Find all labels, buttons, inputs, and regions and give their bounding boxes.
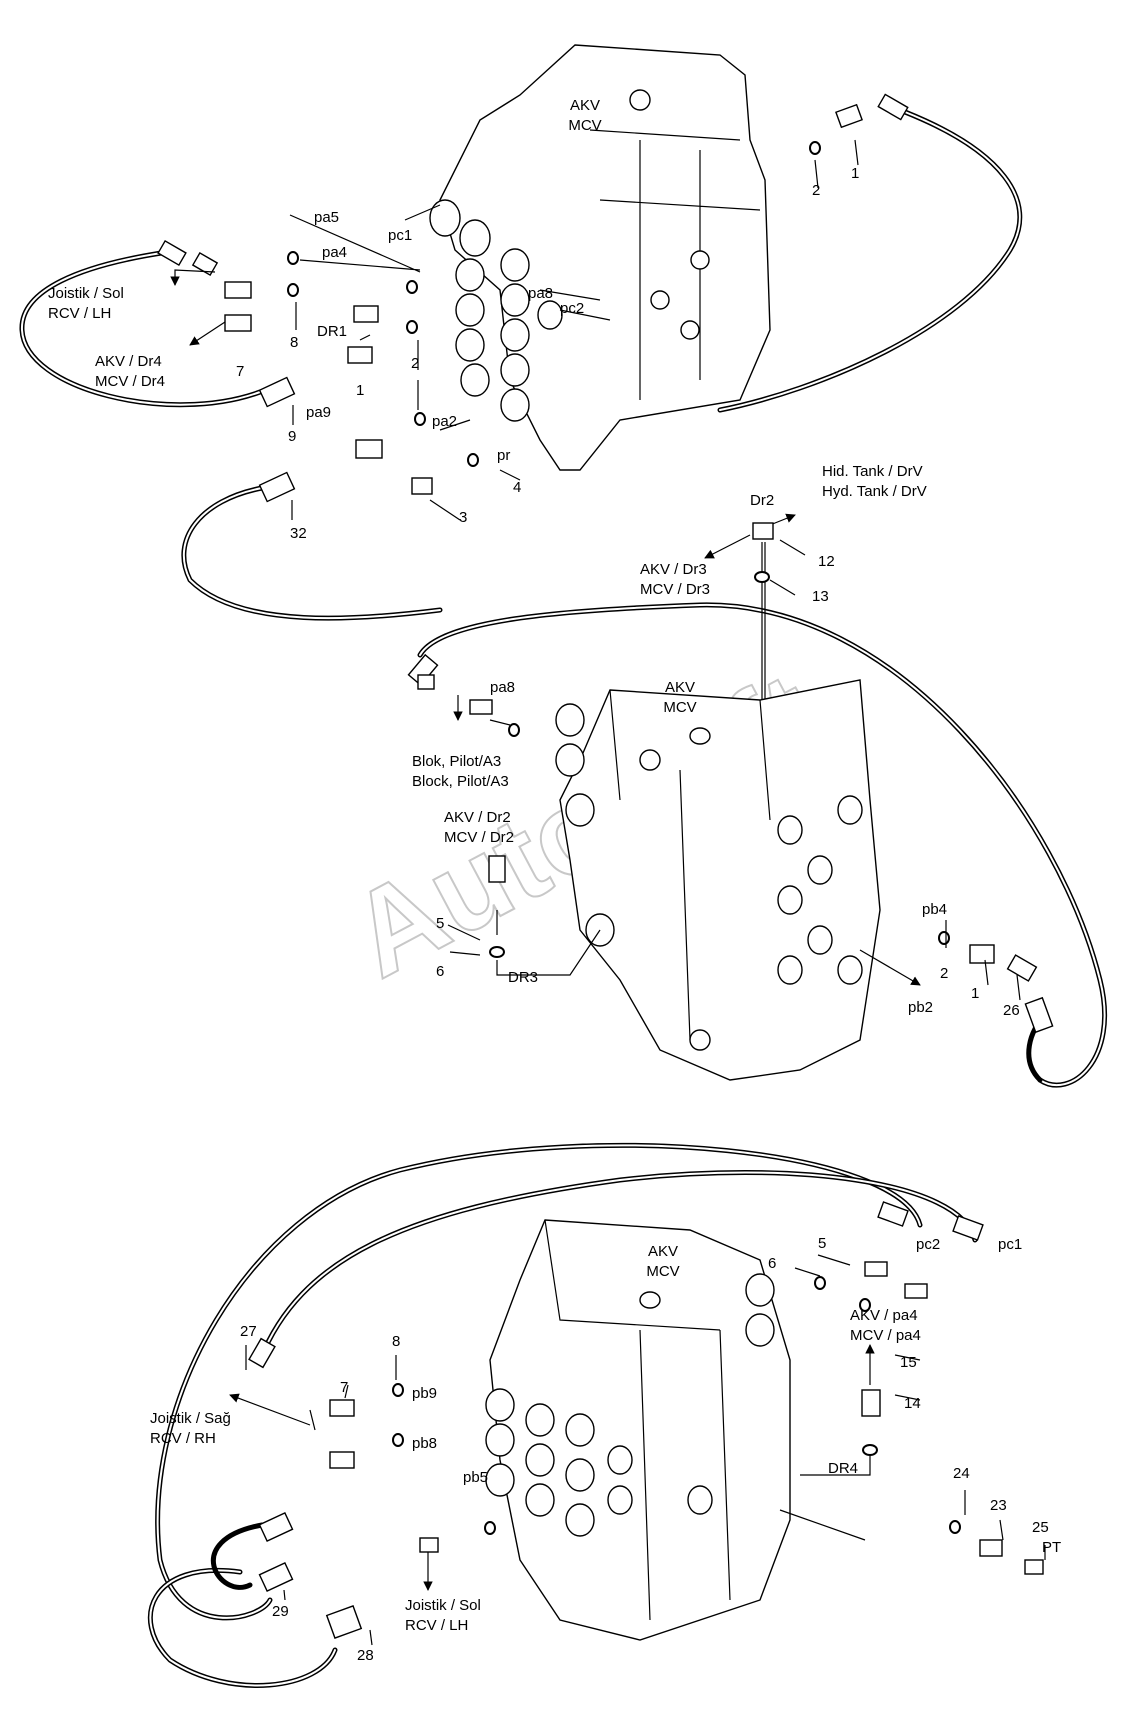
top-callout-7: 7: [236, 363, 244, 380]
top-hose-lower: [181, 485, 443, 621]
top-valve-body: [439, 44, 771, 471]
bottom-callout-14: 14: [904, 1395, 921, 1412]
middle-note-dr2-2: MCV / Dr2: [444, 829, 514, 846]
bottom-callout-5: 5: [818, 1235, 826, 1252]
middle-valve-subtitle: MCV: [663, 699, 696, 716]
middle-note-block-2: Block, Pilot/A3: [412, 773, 509, 790]
top-valve-subtitle: MCV: [568, 117, 601, 134]
top-fittings: [157, 93, 909, 503]
bottom-spools: [485, 1273, 775, 1537]
bottom-valve-assembly: AKV MCV 5: [147, 1142, 1061, 1688]
bottom-note-pa4-1: AKV / pa4: [850, 1307, 918, 1324]
bottom-fittings: [248, 1201, 1044, 1639]
bottom-callout-pb9: pb9: [412, 1385, 437, 1402]
bottom-callout-15: 15: [900, 1354, 917, 1371]
middle-callout-5: 5: [436, 915, 444, 932]
top-callout-4: 4: [513, 479, 521, 496]
middle-callout-dr3: DR3: [508, 969, 538, 986]
top-callout-1b: 1: [356, 382, 364, 399]
middle-spools: [555, 703, 863, 1051]
top-callout-pc2: pc2: [560, 300, 584, 317]
bottom-callout-pc2: pc2: [916, 1236, 940, 1253]
bottom-valve-title: AKV: [648, 1243, 678, 1260]
middle-valve-body: [559, 679, 881, 1081]
top-note-joystick-left-1: Joistik / Sol: [48, 285, 124, 302]
top-note-dr4-1: AKV / Dr4: [95, 353, 162, 370]
bottom-note-joystick-right-2: RCV / RH: [150, 1430, 216, 1447]
middle-callout-26: 26: [1003, 1002, 1020, 1019]
bottom-callout-25: 25: [1032, 1519, 1049, 1536]
top-callout-3: 3: [459, 509, 467, 526]
middle-callout-2: 2: [940, 965, 948, 982]
bottom-valve-subtitle: MCV: [646, 1263, 679, 1280]
bottom-note-joystick-right-1: Joistik / Sağ: [150, 1410, 231, 1427]
bottom-callout-pb5: pb5: [463, 1469, 488, 1486]
top-callout-pa5: pa5: [314, 209, 339, 226]
bottom-note-joystick-left-1: Joistik / Sol: [405, 1597, 481, 1614]
bottom-callout-pc1: pc1: [998, 1236, 1022, 1253]
middle-callout-13: 13: [812, 588, 829, 605]
middle-callout-1: 1: [971, 985, 979, 1002]
top-note-dr4-2: MCV / Dr4: [95, 373, 165, 390]
middle-callout-dr2: Dr2: [750, 492, 774, 509]
top-callout-pa9: pa9: [306, 404, 331, 421]
top-callout-pa4: pa4: [322, 244, 347, 261]
middle-callout-6: 6: [436, 963, 444, 980]
bottom-callout-29: 29: [272, 1603, 289, 1620]
bottom-callout-6: 6: [768, 1255, 776, 1272]
top-callout-pa8: pa8: [528, 285, 553, 302]
top-callout-2: 2: [812, 182, 820, 199]
middle-note-block-1: Blok, Pilot/A3: [412, 753, 501, 770]
top-valve-title: AKV: [570, 97, 600, 114]
bottom-callout-23: 23: [990, 1497, 1007, 1514]
middle-callout-pb2: pb2: [908, 999, 933, 1016]
top-callout-9: 9: [288, 428, 296, 445]
top-callout-32: 32: [290, 525, 307, 542]
top-callout-dr1: DR1: [317, 323, 347, 340]
middle-note-dr3-1: AKV / Dr3: [640, 561, 707, 578]
middle-note-dr2-1: AKV / Dr2: [444, 809, 511, 826]
top-callout-pr: pr: [497, 447, 510, 464]
top-callout-pa2: pa2: [432, 413, 457, 430]
middle-note-tank-1: Hid. Tank / DrV: [822, 463, 923, 480]
middle-note-dr3-2: MCV / Dr3: [640, 581, 710, 598]
bottom-note-joystick-left-2: RCV / LH: [405, 1617, 468, 1634]
bottom-callout-27: 27: [240, 1323, 257, 1340]
top-callout-2b: 2: [411, 355, 419, 372]
top-spools: [429, 89, 710, 422]
middle-callout-pb4: pb4: [922, 901, 947, 918]
top-callout-1: 1: [851, 165, 859, 182]
middle-note-tank-2: Hyd. Tank / DrV: [822, 483, 927, 500]
bottom-callout-8: 8: [392, 1333, 400, 1350]
bottom-callout-7: 7: [340, 1379, 348, 1396]
bottom-valve-body: [489, 1219, 791, 1641]
top-note-joystick-left-2: RCV / LH: [48, 305, 111, 322]
bottom-callout-24: 24: [953, 1465, 970, 1482]
top-callout-8: 8: [290, 334, 298, 351]
top-valve-assembly: AKV MCV 1 2: [19, 44, 1023, 621]
middle-valve-assembly: AKV MCV Dr2 12 13 pa8 5 6 DR3 pb4 2 1: [407, 463, 1108, 1088]
bottom-callout-dr4: DR4: [828, 1460, 858, 1477]
middle-callout-12: 12: [818, 553, 835, 570]
middle-valve-title: AKV: [665, 679, 695, 696]
bottom-callout-pb8: pb8: [412, 1435, 437, 1452]
middle-fittings: [407, 522, 1054, 1034]
bottom-note-pa4-2: MCV / pa4: [850, 1327, 921, 1344]
bottom-callout-pt: PT: [1042, 1539, 1061, 1556]
bottom-callout-28: 28: [357, 1647, 374, 1664]
middle-callout-pa8: pa8: [490, 679, 515, 696]
top-callout-pc1: pc1: [388, 227, 412, 244]
